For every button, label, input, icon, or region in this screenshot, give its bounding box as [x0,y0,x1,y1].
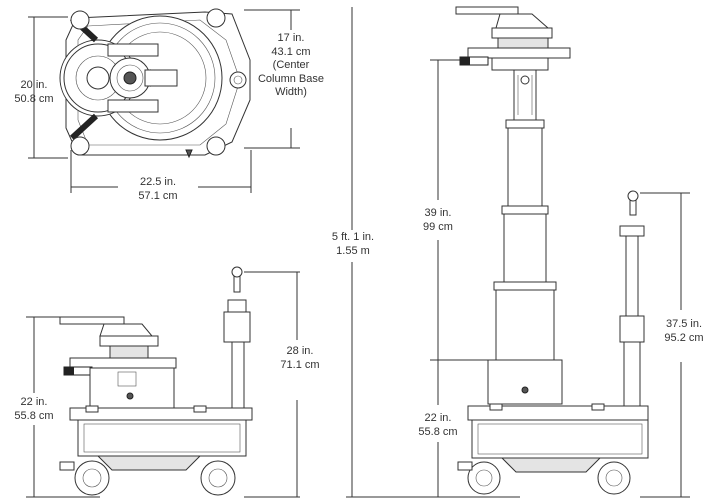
top-view-drawing [28,8,300,193]
top-depth-label: 20 in. 50.8 cm [14,79,54,105]
deck-clamp [591,403,605,411]
deck-clamp [489,403,503,411]
seat-plate [455,6,519,15]
column-bracket [107,99,159,113]
seat-hub [86,66,110,90]
column-joint [505,119,545,129]
column-stage-2 [507,127,543,207]
column-lock [117,371,137,387]
side-view-lowered-drawing [26,266,300,498]
chassis-body [471,419,649,459]
column-housing [89,367,175,409]
column-lock [520,75,530,85]
chassis-skirt [500,457,602,473]
chassis-panel [83,423,241,453]
handle-height-right-label: 37.5 in. 95.2 cm [664,318,704,344]
chassis-panel [477,423,643,455]
steering-post-tube [625,235,639,317]
wheel [70,10,90,30]
wheel [74,460,110,496]
bumper [59,461,75,471]
wheel [467,461,501,495]
steering-post-sleeve [223,311,251,343]
column-housing [487,359,563,405]
push-handle-grip [460,57,470,65]
column-joint [493,281,557,291]
column-bolt [126,392,134,400]
head-plate [99,335,159,347]
column-hub-core [123,71,137,85]
steering-collar [619,225,645,237]
column-arm [144,69,178,87]
center-column-width-label: 17 in. 43.1 cm (Center Column Base Width… [257,32,325,98]
front-marker [185,149,193,159]
wheel-hub [82,468,102,488]
seat-mount [99,323,154,337]
bumper [457,461,473,471]
push-handle-grip [64,367,74,375]
overall-height-label: 5 ft. 1 in. 1.55 m [331,231,375,257]
steering-post-tube [231,341,245,413]
steering-bar [69,113,99,141]
steering-post-cap [233,75,243,85]
top-width-label: 22.5 in. 57.1 cm [118,176,198,203]
base-height-left-label: 22 in. 55.8 cm [14,396,54,422]
deck-clamp [85,405,99,413]
wheel-hub [605,469,623,487]
column-bracket [107,43,159,57]
head-base [109,345,149,359]
deck-clamp [193,405,207,413]
wheel [597,461,631,495]
column-stage-3 [503,213,547,283]
wheel-hub [475,469,493,487]
head-plate [491,27,553,39]
wheel [206,8,226,28]
steering-post-tube [623,341,641,413]
head-base [497,37,549,49]
steering-knob [231,266,243,278]
side-view-extended-drawing [346,6,690,498]
column-stage-4 [495,289,555,361]
wheel-hub [208,468,228,488]
seat-plate [59,316,125,325]
handle-height-left-label: 28 in. 71.1 cm [280,345,320,371]
steering-post [229,71,247,89]
seat-mount [495,13,550,29]
chassis-skirt [96,455,202,471]
column-extension-label: 39 in. 99 cm [423,207,453,233]
steering-post-sleeve [619,315,645,343]
wheel [200,460,236,496]
steering-knob [627,190,639,202]
column-joint [501,205,549,215]
wheel [70,136,90,156]
steering-collar [227,299,247,313]
column-bolt [521,386,529,394]
base-height-right-label: 22 in. 55.8 cm [418,412,458,438]
chassis-body [77,419,247,457]
column-top-collar [491,57,549,71]
column-hub-ring [116,64,144,92]
wheel [206,136,226,156]
